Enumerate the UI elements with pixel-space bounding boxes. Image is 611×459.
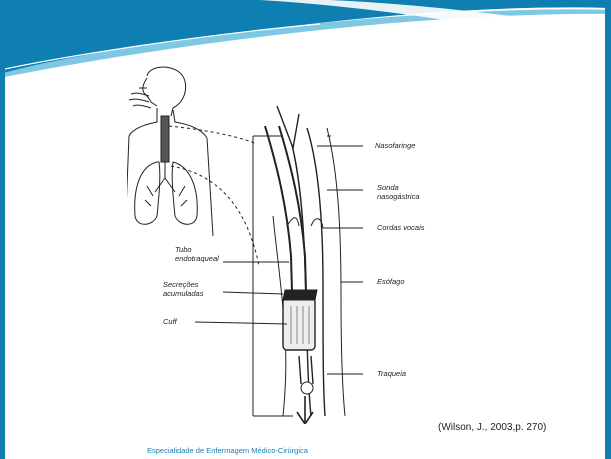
label-esofago: Esófago xyxy=(377,278,405,286)
label-secrecoes: Secreções xyxy=(163,281,198,289)
detail-frame xyxy=(195,106,363,424)
patient-figure xyxy=(127,67,259,266)
label-cuff: Cuff xyxy=(163,318,177,326)
label-sonda: Sonda xyxy=(377,184,399,192)
label-traqueia: Traqueia xyxy=(377,370,406,378)
left-frame-bar xyxy=(0,0,5,459)
label-sonda-nasogastrica: nasogástrica xyxy=(377,193,420,201)
label-secrecoes-acumuladas: acumuladas xyxy=(163,290,203,298)
intubation-diagram: Nasofaringe Sonda nasogástrica Cordas vo… xyxy=(127,66,447,424)
label-nasofaringe: Nasofaringe xyxy=(375,142,415,150)
right-frame-bar xyxy=(605,0,611,459)
label-tubo: Tubo xyxy=(175,246,192,254)
citation: (Wilson, J., 2003,p. 270) xyxy=(438,422,546,433)
label-tubo-endotraqueal: endotraqueal xyxy=(175,255,219,263)
footer-text: Especialidade de Enfermagem Médico-Cirúr… xyxy=(147,446,308,455)
label-cordas-vocais: Cordas vocais xyxy=(377,224,425,232)
